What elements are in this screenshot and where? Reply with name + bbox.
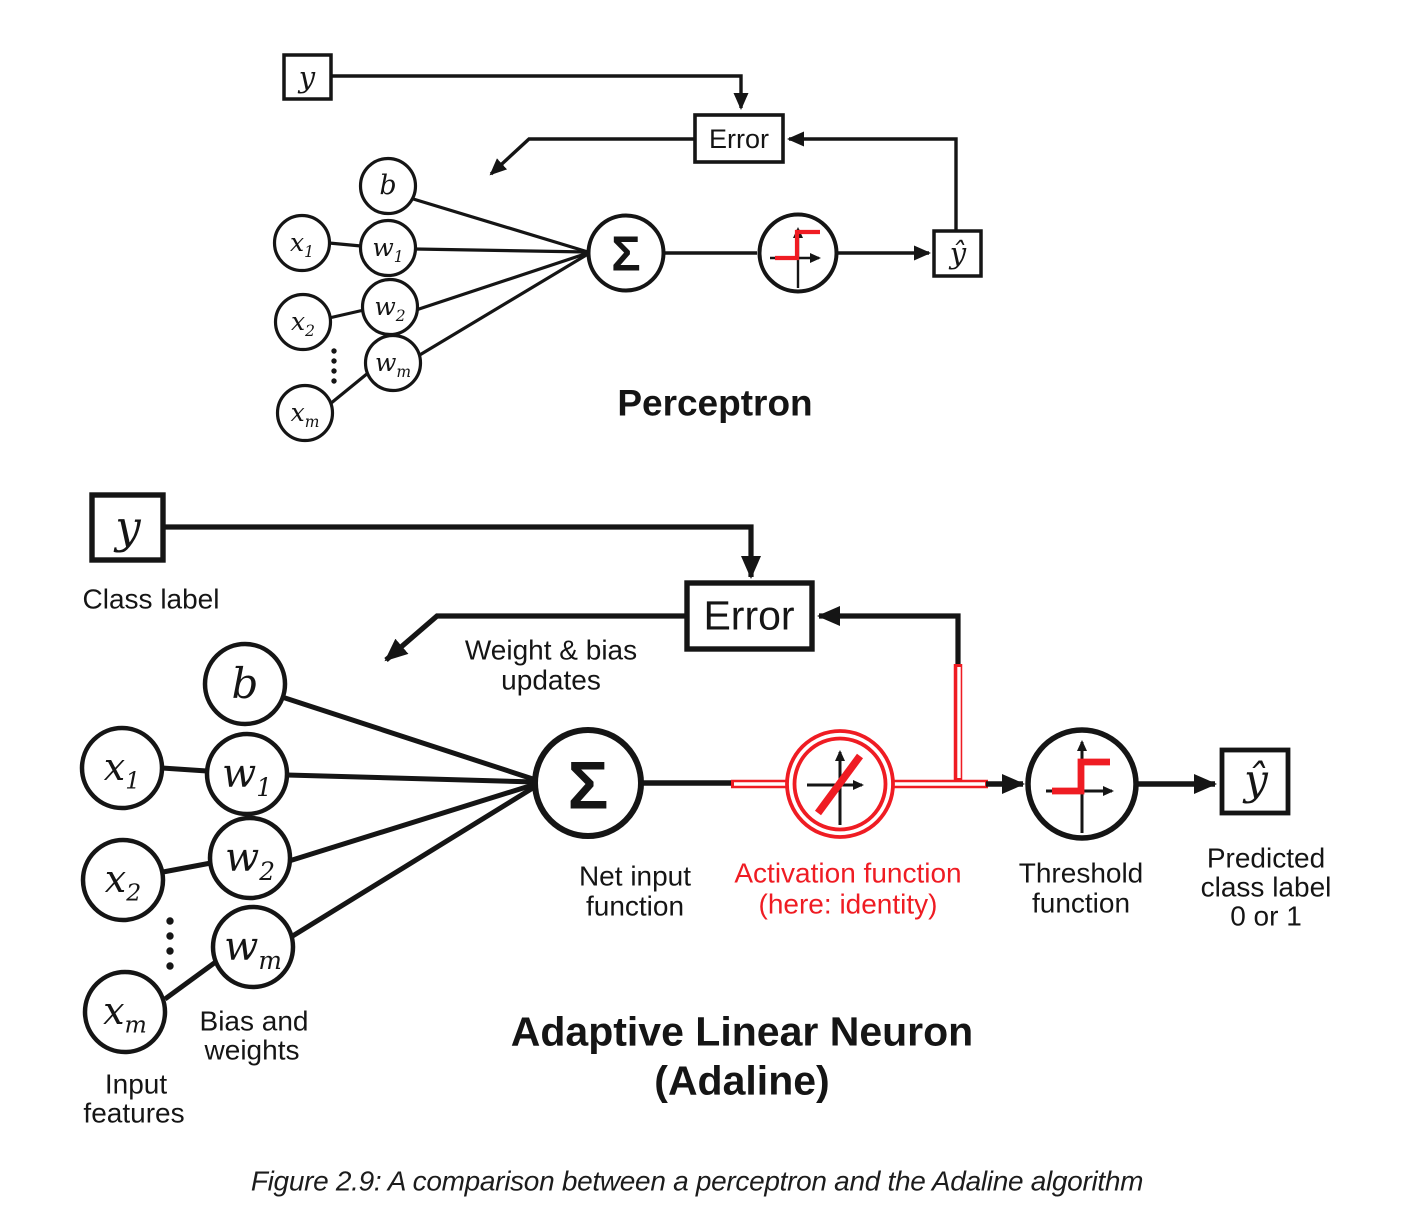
- adaline-nodes: [79, 641, 296, 1055]
- node-b: b: [231, 658, 259, 708]
- bias-weights-label-line1: Bias and: [199, 1005, 309, 1037]
- error-label: Error: [703, 592, 795, 639]
- output-box: [1219, 747, 1291, 816]
- bias-weights-label-line2: weights: [204, 1034, 300, 1066]
- threshold-label-line1: Threshold: [1018, 857, 1144, 889]
- step-function-icon: [770, 227, 821, 288]
- error-box: [693, 113, 785, 164]
- node-b: b: [379, 169, 397, 201]
- identity-function-icon: [807, 750, 864, 825]
- adaline-title-line2: (Adaline): [654, 1057, 830, 1104]
- net-input-label-line2: function: [585, 890, 685, 922]
- weight-bias-updates-line1: Weight & bias: [464, 634, 638, 666]
- error-label: Error: [709, 123, 769, 154]
- node-w2: w2: [374, 291, 406, 325]
- wire-error-to-weights: [384, 613, 687, 662]
- perceptron-nodes: [272, 156, 423, 443]
- input-features-label-line2: features: [83, 1097, 185, 1129]
- node-x1: x1: [290, 227, 314, 261]
- node-w1: w1: [221, 751, 273, 802]
- input-features-label-line1: Input: [104, 1068, 168, 1100]
- class-label-box: [282, 53, 333, 101]
- node-w1: w1: [372, 232, 404, 266]
- error-box: [684, 580, 815, 652]
- ellipsis-dots: [331, 348, 337, 384]
- wire-y-to-error: [163, 524, 761, 579]
- node-xm: xm: [103, 989, 147, 1039]
- activation-label-line2: (here: identity): [758, 888, 938, 920]
- output-box: [932, 229, 983, 278]
- class-label-box: [89, 492, 166, 563]
- sum-symbol: Σ: [611, 227, 641, 282]
- predicted-label-line2: class label: [1200, 871, 1332, 903]
- class-label-letter: y: [298, 59, 316, 94]
- node-wm: wm: [224, 924, 282, 975]
- activation-label-line1: Activation function: [734, 857, 962, 889]
- adaline-diagram: [79, 492, 1291, 1055]
- wire-junction-to-error: [817, 606, 961, 667]
- node-x1: x1: [103, 745, 141, 795]
- node-w2: w2: [224, 835, 276, 886]
- wire-yhat-to-error: [787, 131, 958, 231]
- perceptron-connections: [328, 196, 589, 406]
- perceptron-diagram: [272, 53, 983, 443]
- perceptron-title: Perceptron: [617, 382, 813, 424]
- output-letter: ŷ: [949, 235, 967, 270]
- step-function-icon: [1046, 740, 1114, 833]
- ellipsis-dots: [166, 917, 174, 970]
- output-letter: ŷ: [1244, 754, 1268, 804]
- class-label-caption: Class label: [82, 583, 220, 615]
- figure-caption: Figure 2.9: A comparison between a perce…: [250, 1165, 1144, 1197]
- node-x2: x2: [104, 857, 142, 907]
- threshold-label-line2: function: [1031, 887, 1131, 919]
- weight-bias-updates-line2: updates: [501, 664, 601, 696]
- wire-error-to-weights: [489, 137, 695, 176]
- sum-node: [586, 213, 666, 293]
- adaline-title-line1: Adaptive Linear Neuron: [510, 1008, 974, 1055]
- node-x2: x2: [291, 306, 315, 340]
- node-xm: xm: [290, 397, 320, 431]
- wire-y-to-error: [331, 74, 749, 110]
- net-input-label-line1: Net input: [578, 860, 692, 892]
- predicted-label-line3: 0 or 1: [1230, 900, 1302, 932]
- predicted-label-line1: Predicted: [1206, 842, 1326, 874]
- node-wm: wm: [374, 347, 412, 381]
- adaline-connections: [161, 694, 538, 1002]
- sum-symbol: Σ: [567, 747, 609, 824]
- sum-node: [532, 727, 644, 839]
- class-label-letter: y: [115, 500, 141, 554]
